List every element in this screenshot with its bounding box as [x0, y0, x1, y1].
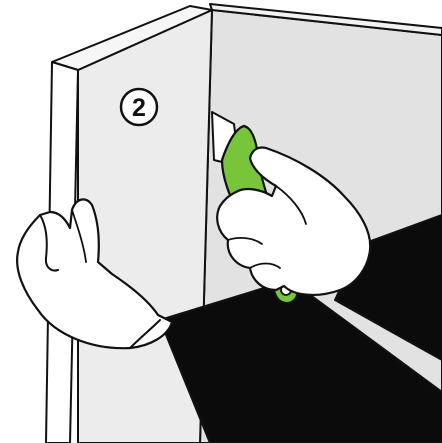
step-badge: 2	[121, 89, 157, 125]
step-number: 2	[132, 94, 146, 122]
